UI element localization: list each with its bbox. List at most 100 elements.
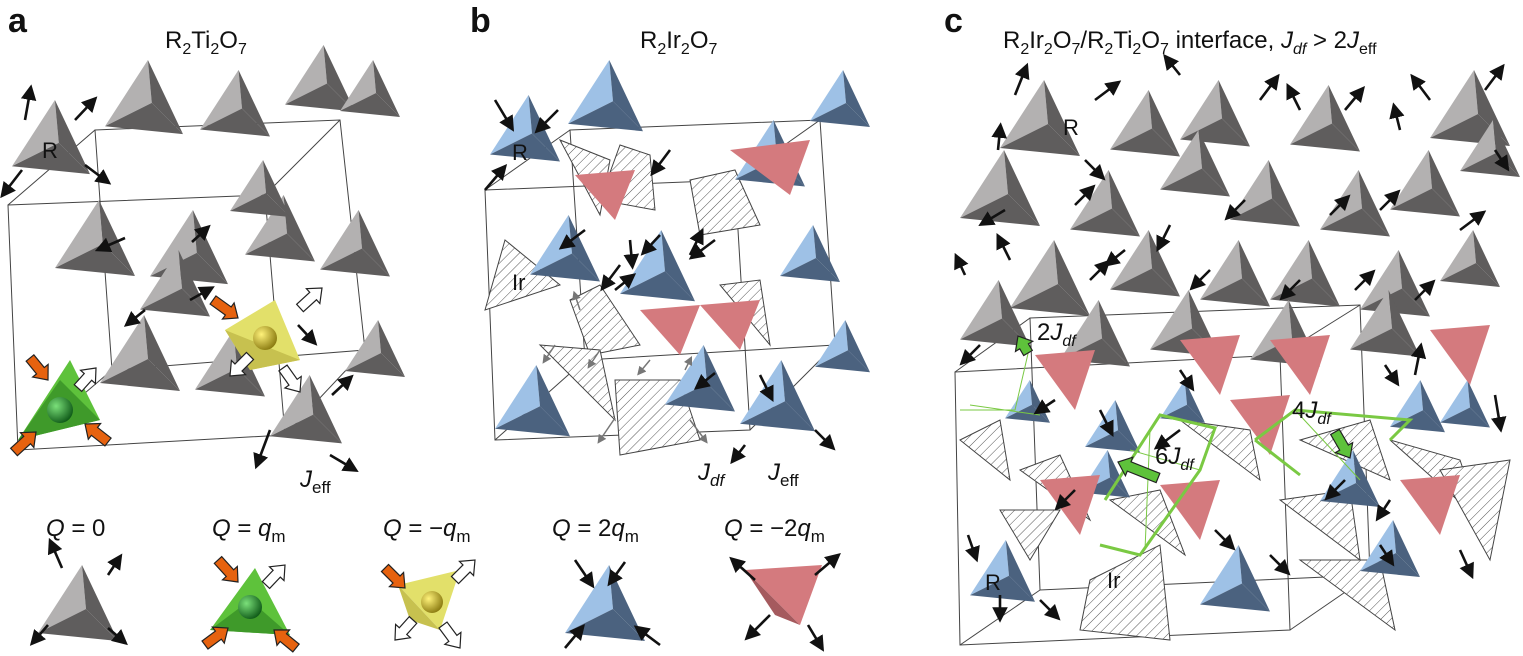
- tetrahedron-gray: [1070, 170, 1140, 237]
- tetrahedron-blue: [740, 360, 815, 432]
- tetrahedron-blue: [1200, 545, 1270, 612]
- green-arrow-icon: [1014, 335, 1035, 357]
- tetrahedron-gray: [285, 45, 355, 112]
- spin-arrow-icon: [607, 561, 627, 587]
- legend-q-minus: Q = −qm: [383, 515, 471, 546]
- spin-arrow-icon: [573, 559, 595, 589]
- spin-arrow-icon: [597, 417, 616, 444]
- tetrahedron-gray: [345, 320, 405, 377]
- panel-c: c R2Ir2O7/R2Ti2O7 interface, Jdf > 2Jeff…: [944, 2, 1520, 646]
- spin-arrow-icon: [74, 96, 98, 121]
- spin-arrow-icon: [1163, 53, 1182, 76]
- spin-arrow-icon: [1459, 210, 1487, 232]
- spin-arrow-icon: [1054, 489, 1076, 511]
- spin-arrow-icon: [814, 429, 836, 451]
- spin-arrow-icon: [1354, 269, 1376, 291]
- spin-arrow-icon: [189, 286, 215, 302]
- spin-arrow-icon: [123, 308, 146, 327]
- white-arrow-icon: [450, 559, 476, 585]
- legend-tetra-q0: [38, 565, 118, 641]
- spin-arrow-icon: [1483, 63, 1505, 91]
- tetrahedron-blue: [568, 60, 643, 132]
- tetrahedron-red: [1270, 335, 1330, 395]
- atom-r-label-c-top: R: [1063, 115, 1079, 140]
- tetrahedron-gray: [1440, 230, 1500, 287]
- spin-arrow-icon: [331, 374, 354, 396]
- tetrahedron-blue: [970, 540, 1035, 602]
- spin-arrow-icon: [1013, 62, 1030, 96]
- atom-ir-label-b: Ir: [512, 270, 525, 295]
- spin-arrow-icon: [1189, 269, 1211, 291]
- spin-arrow-icon: [814, 552, 841, 576]
- spin-arrow-icon: [1089, 259, 1111, 281]
- spin-arrow-icon: [640, 234, 661, 256]
- legend-tetra-neg-qm: [398, 570, 460, 630]
- spin-arrow-icon: [107, 627, 128, 646]
- spin-arrow-icon: [1178, 369, 1195, 392]
- tetrahedron-gray: [1230, 160, 1300, 227]
- spin-arrow-icon: [758, 374, 774, 402]
- tetrahedron-gray: [1180, 80, 1250, 147]
- spin-arrow-icon: [1458, 549, 1474, 580]
- tetrahedron-gray: [1350, 290, 1420, 357]
- ir-tetrahedron: [1108, 489, 1187, 557]
- spin-arrow-icon: [1329, 194, 1351, 216]
- spin-arrow-icon: [1269, 554, 1291, 576]
- orange-arrow-icon: [209, 295, 239, 320]
- spin-arrow-icon: [688, 238, 716, 260]
- j6-label-c: 6Jdf: [1155, 443, 1195, 474]
- tetrahedron-gray: [1160, 130, 1230, 197]
- spin-arrow-icon: [806, 624, 825, 652]
- spin-arrow-icon: [1084, 159, 1106, 181]
- orange-arrow-icon: [25, 353, 49, 381]
- spin-arrow-icon: [965, 534, 980, 563]
- tetrahedron-blue: [810, 70, 870, 127]
- ir-tetrahedron: [999, 509, 1061, 561]
- panel-a-title: R2Ti2O7: [165, 27, 247, 58]
- spin-arrows-b: [484, 99, 836, 465]
- green-arrows-c: [1014, 335, 1354, 484]
- panel-a-letter: a: [8, 2, 28, 40]
- orange-arrow-icon: [9, 431, 37, 457]
- spin-arrow-icon: [614, 273, 637, 292]
- charge-legend: Q = 0 Q = qm Q = −qm Q = 2qm Q = −2qm: [29, 515, 841, 653]
- spin-arrow-icon: [0, 169, 24, 199]
- tetrahedron-gray: [960, 150, 1040, 226]
- tetrahedron-red: [1035, 350, 1095, 410]
- legend-q-2minus: Q = −2qm: [724, 515, 825, 546]
- sphere-icon: [421, 591, 443, 613]
- atom-r-label-b: R: [512, 140, 528, 165]
- spin-arrow-icon: [47, 537, 64, 569]
- panel-b-title: R2Ir2O7: [640, 27, 718, 58]
- green-arrow-icon: [1117, 456, 1161, 484]
- spin-arrow-icon: [1493, 149, 1510, 172]
- spin-arrow-icon: [587, 349, 601, 369]
- sphere-icon: [253, 326, 277, 350]
- orange-arrow-icon: [84, 422, 112, 447]
- spin-arrows-a: [0, 84, 359, 472]
- spin-arrow-icon: [729, 556, 756, 581]
- spin-arrow-icon: [29, 624, 49, 646]
- spin-arrow-icon: [1033, 398, 1056, 415]
- spin-arrow-icon: [1103, 248, 1126, 267]
- spin-arrow-icon: [572, 290, 581, 311]
- white-arrow-icon: [438, 621, 462, 649]
- panel-b: b R2Ir2O7 R Ir Jdf Jeff: [470, 2, 870, 490]
- spin-arrow-icon: [558, 228, 586, 250]
- tetrahedron-gray: [55, 200, 135, 276]
- sphere-icon: [238, 595, 262, 619]
- legend-tetra-2qm: [565, 565, 645, 641]
- ir-tetrahedron: [1079, 544, 1171, 641]
- spin-arrow-icon: [1098, 409, 1114, 437]
- tetrahedra-a: [12, 45, 405, 444]
- spin-arrow-icon: [623, 239, 640, 270]
- ir-tetrahedron: [689, 169, 761, 236]
- white-arrow-icon: [278, 364, 302, 393]
- j-eff-label-a: Jeff: [299, 466, 331, 497]
- white-arrow-icon: [394, 615, 418, 641]
- spin-arrow-icon: [1491, 394, 1507, 433]
- white-arrow-icon: [295, 287, 323, 313]
- orange-arrow-icon: [213, 555, 239, 583]
